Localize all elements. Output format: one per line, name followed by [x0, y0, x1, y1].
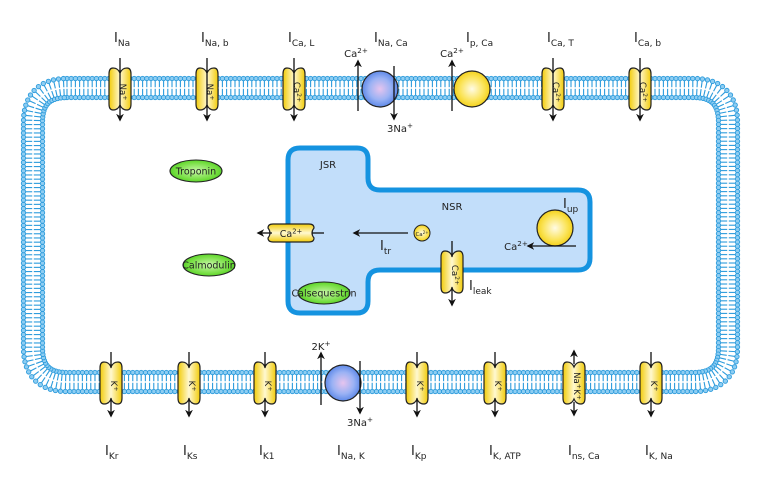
svg-text:IKp: IKp — [411, 444, 427, 462]
ion-channel: Ca2+ — [542, 58, 564, 120]
ion-channel: K+ — [406, 352, 428, 416]
current-label: INa, b — [201, 31, 229, 49]
protein-label: Calsequestrin — [291, 289, 356, 300]
current-label: IKr — [105, 444, 119, 462]
svg-text:ICa, L: ICa, L — [288, 31, 314, 49]
svg-text:IK, Na: IK, Na — [645, 444, 673, 462]
exchanger-body[interactable] — [362, 71, 398, 107]
current-label: ICa, L — [288, 31, 314, 49]
ca-release-channel[interactable]: Ca2+ — [258, 224, 324, 242]
calmodulin[interactable]: Calmodulin — [182, 254, 236, 276]
transporter-ns-ca: Ins, Ca Na+ K+ — [563, 351, 600, 462]
current-label: INa, Ca — [374, 31, 408, 49]
transporter-ca-t: ICa, T Ca2+ — [542, 31, 574, 120]
pump-ion-out: Ca2+ — [440, 46, 464, 60]
svg-text:INa, b: INa, b — [201, 31, 229, 49]
svg-text:Ins, Ca: Ins, Ca — [568, 444, 600, 462]
svg-text:Ileak: Ileak — [469, 279, 492, 297]
current-label: IK, ATP — [489, 444, 521, 462]
transporter-k1: IK1 K+ — [254, 352, 276, 462]
transporter-kp: IKp K+ — [406, 352, 428, 462]
troponin[interactable]: Troponin — [170, 160, 222, 182]
ion-channel: Ca2+ — [629, 58, 651, 120]
transporter-ca-l: ICa, L Ca2+ — [283, 31, 314, 120]
current-label: INa — [114, 31, 130, 49]
ion-channel: K+ — [640, 352, 662, 416]
current-label: IKs — [183, 444, 198, 462]
svg-text:IK, ATP: IK, ATP — [489, 444, 521, 462]
svg-text:Ip, Ca: Ip, Ca — [466, 31, 493, 49]
uptake-pump-body — [537, 210, 573, 246]
current-label: IK1 — [259, 444, 274, 462]
protein-label: Calmodulin — [182, 261, 236, 272]
current-label: IKp — [411, 444, 427, 462]
leak-current-label: Ileak — [469, 279, 492, 297]
svg-text:INa, K: INa, K — [337, 444, 366, 462]
transporter-ca-b: ICa, b Ca2+ — [629, 31, 661, 120]
leak-channel-body: Ca2+ — [441, 241, 463, 305]
transporter-k-na: IK, Na K+ — [640, 352, 673, 462]
current-label: ICa, b — [634, 31, 661, 49]
current-label: INa, K — [337, 444, 366, 462]
ion-channel: Na+ — [109, 58, 131, 120]
transporter-na-k: INa, K 2K+ 3Na+ — [312, 339, 373, 462]
ion-channel: K+ — [254, 352, 276, 416]
ion-channel: Na+ K+ — [563, 351, 585, 415]
exchanger-ion-out: 2K+ — [312, 339, 331, 353]
transporter-na-b: INa, b Na+ — [196, 31, 229, 120]
exchanger-body[interactable] — [325, 365, 361, 401]
pump-body[interactable] — [454, 71, 490, 107]
transporter-k-atp: IK, ATP K+ — [484, 352, 521, 462]
current-label: ICa, T — [547, 31, 574, 49]
svg-text:IK1: IK1 — [259, 444, 274, 462]
svg-text:IKs: IKs — [183, 444, 198, 462]
exchanger-ion-in: 3Na+ — [387, 121, 413, 135]
ion-channel: K+ — [178, 352, 200, 416]
exchanger-ion-out: Ca2+ — [344, 46, 368, 60]
transporter-ks: IKs K+ — [178, 352, 200, 462]
ion-channel: Ca2+ — [283, 58, 305, 120]
ion-channel: Na+ — [196, 58, 218, 120]
svg-text:INa, Ca: INa, Ca — [374, 31, 408, 49]
current-label: Ip, Ca — [466, 31, 493, 49]
jsr-label: JSR — [319, 160, 336, 171]
svg-text:ICa, b: ICa, b — [634, 31, 661, 49]
svg-text:IKr: IKr — [105, 444, 119, 462]
svg-text:ICa, T: ICa, T — [547, 31, 574, 49]
nsr-label: NSR — [442, 202, 463, 213]
bottom-membrane-transporters: IKr K+ IKs K+ IK1 K+ INa, K 2K+ 3Na+ IKp K+ I… — [100, 339, 673, 462]
ion-channel: K+ — [484, 352, 506, 416]
transporter-kr: IKr K+ — [100, 352, 122, 462]
current-label: IK, Na — [645, 444, 673, 462]
exchanger-ion-in: 3Na+ — [347, 415, 373, 429]
ion-channel: K+ — [100, 352, 122, 416]
svg-text:INa: INa — [114, 31, 130, 49]
current-label: Ins, Ca — [568, 444, 600, 462]
protein-label: Troponin — [175, 167, 216, 178]
